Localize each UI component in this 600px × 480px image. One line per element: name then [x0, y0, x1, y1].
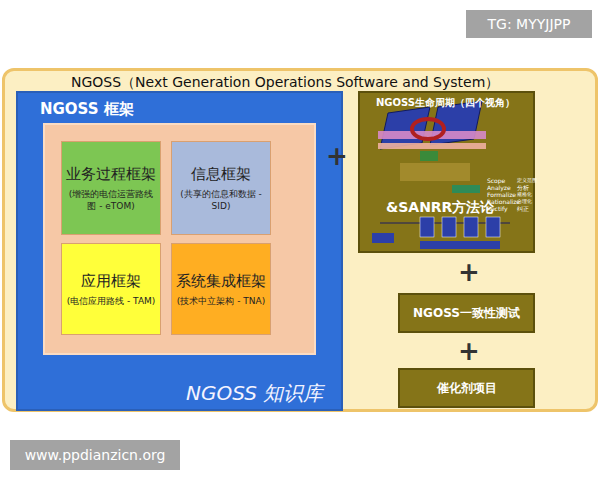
box-note: (电信应用路线 - TAM): [67, 295, 156, 307]
framework-cell: 系统集成框架 (技术中立架构 - TNA): [171, 243, 271, 335]
watermark-box: TG: MYYJJPP: [466, 10, 592, 38]
method-step: Rationalize: [487, 198, 520, 205]
box-note: (技术中立架构 - TNA): [177, 295, 265, 307]
box-title: www.ppdianzicn.org: [25, 447, 166, 463]
catalyst-box: 催化剂项目: [398, 368, 535, 408]
box-title: 业务过程框架: [66, 165, 156, 184]
method-step: 规格化: [517, 191, 532, 198]
method-step: Formalize: [487, 191, 516, 198]
outer-panel: NGOSS（Next Generation Operations Softwar…: [2, 68, 598, 412]
box-note: (共享的信息和数据 - SID): [176, 188, 266, 212]
framework-cell: 业务过程框架 (增强的电信运营路线图 - eTOM): [61, 141, 161, 235]
method-step: 定义范围: [517, 177, 537, 184]
box-heading: NGOSS（Next Generation Operations Softwar…: [71, 74, 499, 92]
method-step: 合理化: [517, 198, 532, 205]
method-step: 纠正: [517, 205, 529, 212]
box-subheading: NGOSS 知识库: [186, 380, 323, 407]
watermark-box: www.ppdianzicn.org: [10, 440, 180, 470]
method-step: Analyze: [487, 184, 511, 191]
method-step: Scope: [487, 177, 505, 184]
conformance-box: NGOSS一致性测试: [398, 293, 535, 333]
box-subheading: &SANRR方法论: [386, 199, 494, 217]
plus-sign: +: [326, 141, 348, 171]
framework-cell: 信息框架 (共享的信息和数据 - SID): [171, 141, 271, 235]
framework-cell: 应用框架 (电信应用路线 - TAM): [61, 243, 161, 335]
box-title: 信息框架: [191, 165, 251, 184]
framework-box: NGOSS 框架 NGOSS 知识库 业务过程框架 (增强的电信运营路线图 - eTO…: [16, 91, 343, 411]
plus-sign: +: [458, 257, 480, 287]
box-heading: NGOSS 框架: [40, 100, 134, 119]
lifecycle-illustration: [360, 93, 537, 255]
lifecycle-box: NGOSS生命周期（四个视角） &SANRR方法论 Scope 定义范围 Analyze…: [358, 91, 535, 253]
box-title: 催化剂项目: [437, 380, 497, 397]
method-step: Rectify: [487, 205, 507, 212]
plus-sign: +: [458, 336, 480, 366]
method-step: 分析: [517, 184, 529, 191]
box-title: 应用框架: [81, 272, 141, 291]
box-heading: NGOSS生命周期（四个视角）: [376, 96, 515, 110]
box-title: NGOSS一致性测试: [413, 305, 520, 322]
box-note: (增强的电信运营路线图 - eTOM): [66, 188, 156, 212]
box-title: 系统集成框架: [176, 272, 266, 291]
box-title: TG: MYYJJPP: [488, 16, 571, 32]
